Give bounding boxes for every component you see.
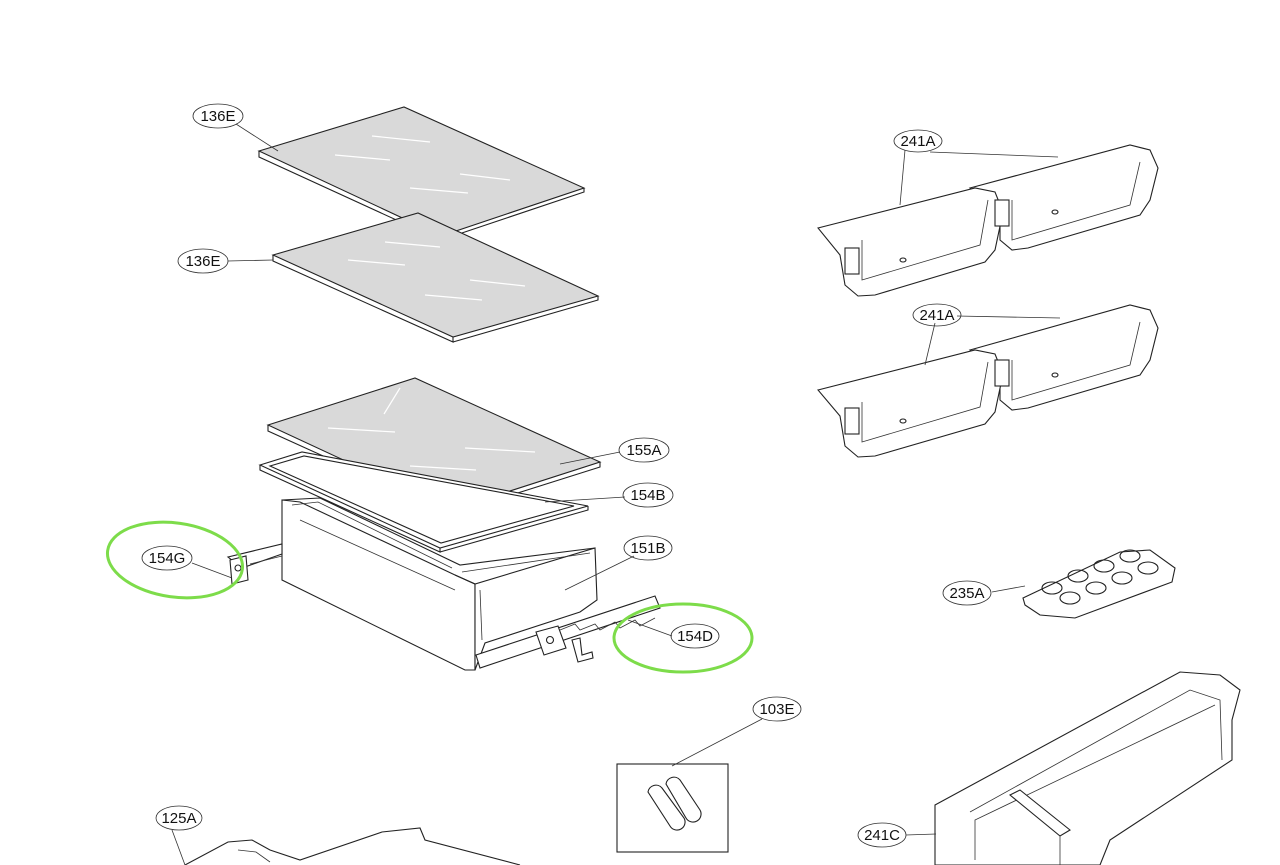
slide-rail-right xyxy=(475,595,661,669)
part-103e-box xyxy=(616,763,729,853)
door-bin-top-pair xyxy=(817,144,1159,297)
crisper-cover-frame xyxy=(258,451,589,553)
glass-shelf-second xyxy=(271,212,600,343)
highlight-ring-154d xyxy=(612,602,754,674)
crisper-drawer xyxy=(281,497,598,671)
callout-241c: 241C xyxy=(857,822,907,848)
callout-125a: 125A xyxy=(155,805,203,831)
callout-241c-text: 241C xyxy=(864,827,900,844)
callout-241a-top-text: 241A xyxy=(900,133,935,150)
callout-151b: 151B xyxy=(623,535,673,561)
callout-136e-top: 136E xyxy=(192,103,244,129)
callout-154g: 154G xyxy=(141,545,193,571)
door-bin-middle-pair xyxy=(817,304,1159,458)
callout-151b-text: 151B xyxy=(630,540,665,557)
callout-154d: 154D xyxy=(670,623,720,649)
callout-125a-text: 125A xyxy=(161,810,196,827)
callout-241a-middle-text: 241A xyxy=(919,307,954,324)
egg-tray xyxy=(1022,549,1176,619)
part-103e-icon xyxy=(647,776,702,831)
callout-241a-top: 241A xyxy=(893,129,943,153)
callout-235a: 235A xyxy=(942,580,992,606)
callout-154b: 154B xyxy=(622,482,674,508)
callout-155a: 155A xyxy=(618,437,670,463)
highlight-ring-154g xyxy=(105,520,245,600)
callout-154b-text: 154B xyxy=(630,487,665,504)
callout-103e-text: 103E xyxy=(759,701,794,718)
callout-136e-top-text: 136E xyxy=(200,108,235,125)
callout-154g-text: 154G xyxy=(149,550,186,567)
highlight-rings xyxy=(105,520,754,674)
door-bin-large xyxy=(934,671,1241,865)
callout-241a-middle: 241A xyxy=(912,303,962,327)
callout-235a-text: 235A xyxy=(949,585,984,602)
callout-103e: 103E xyxy=(752,696,802,722)
callout-136e-second-text: 136E xyxy=(185,253,220,270)
leader-lines xyxy=(171,123,1061,865)
callout-154d-text: 154D xyxy=(677,628,713,645)
callout-136e-second: 136E xyxy=(177,248,229,274)
glass-shelf-top xyxy=(257,106,586,241)
callout-155a-text: 155A xyxy=(626,442,661,459)
bottom-left-part xyxy=(184,827,521,865)
